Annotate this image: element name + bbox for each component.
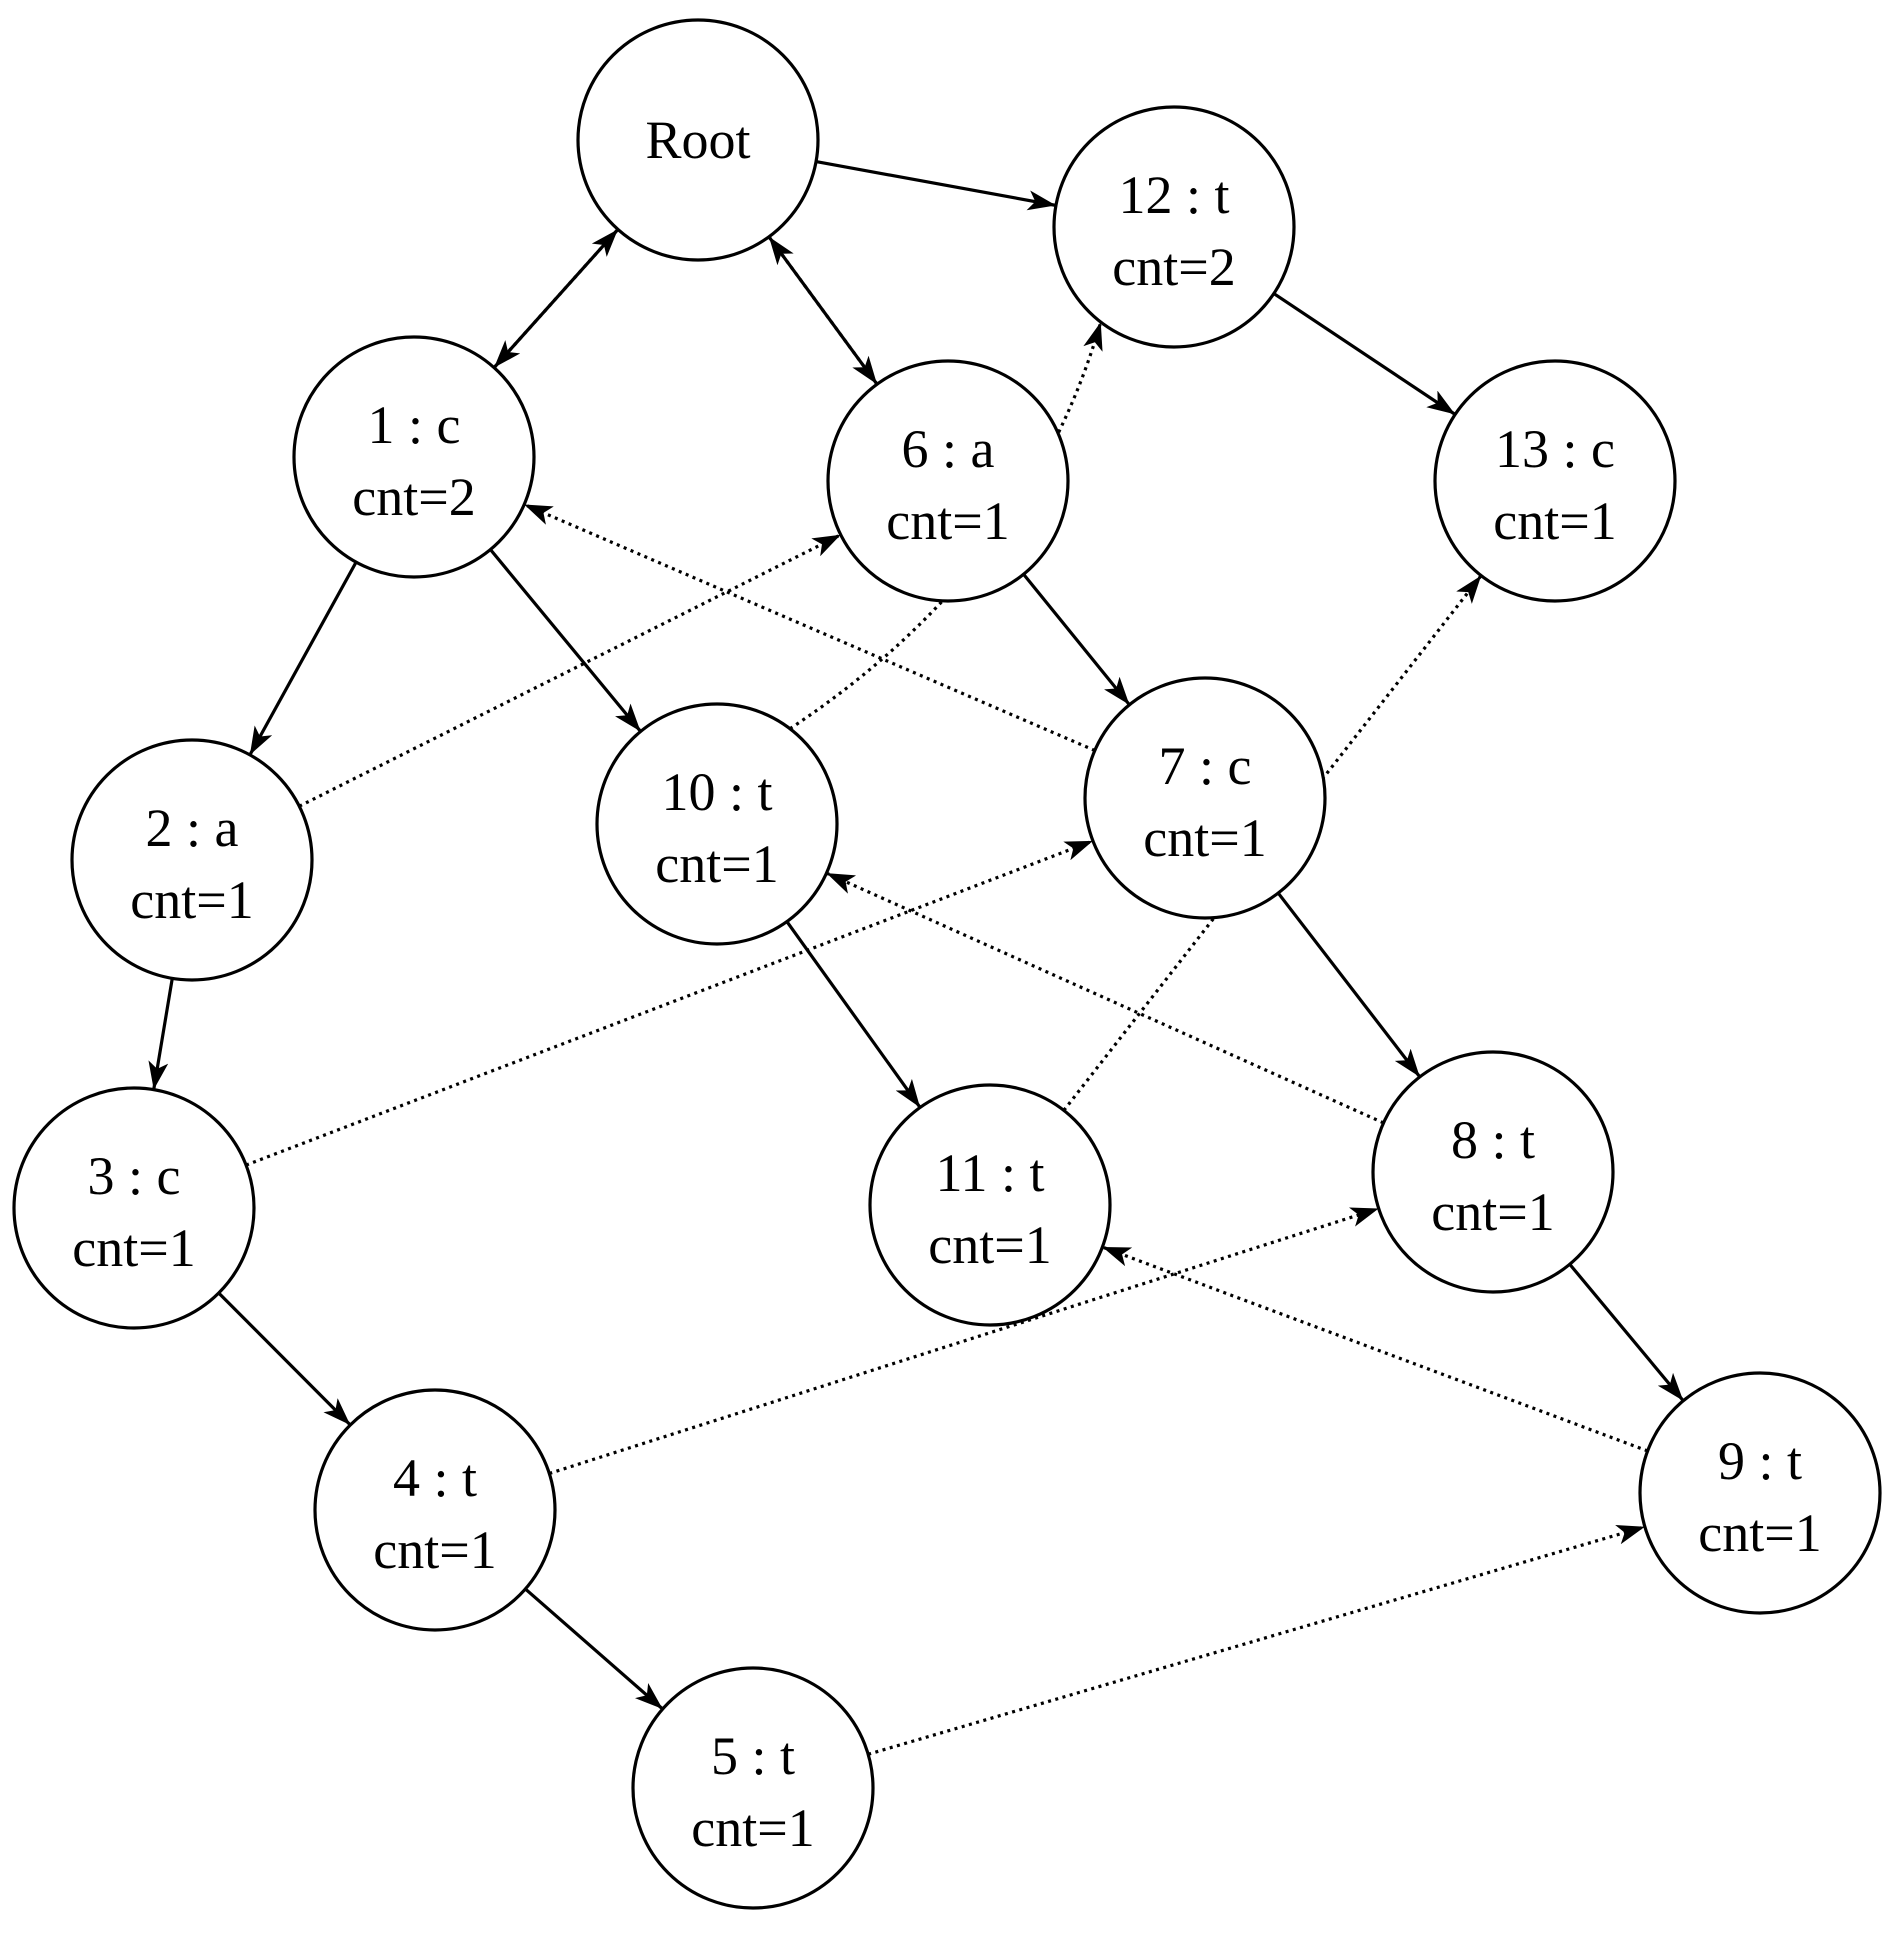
- node-count: cnt=1: [1143, 808, 1266, 868]
- link-n10-to-n12: [789, 322, 1103, 731]
- edge-n3-to-n4: [217, 1291, 351, 1426]
- node-count: cnt=2: [1112, 237, 1235, 297]
- node-circle: [1083, 676, 1327, 920]
- node-circle: [1638, 1371, 1882, 1615]
- node-label: 3 : c: [88, 1146, 181, 1206]
- node-count: cnt=1: [130, 870, 253, 930]
- link-n4-to-n8: [548, 1207, 1379, 1476]
- node-label: 6 : a: [902, 419, 995, 479]
- link-n1-to-root: [492, 229, 619, 369]
- node-count: cnt=1: [886, 491, 1009, 551]
- node-n5: 5 : t cnt=1: [631, 1666, 875, 1910]
- node-n10: 10 : t cnt=1: [595, 702, 839, 946]
- edge-n4-to-n5: [524, 1587, 663, 1710]
- edge-n1-to-n2: [248, 561, 358, 755]
- nodes: Root 1 : c cnt=2 2 : a cnt=1 3 : c cnt=1 4 : t c…: [12, 18, 1882, 1910]
- node-count: cnt=1: [655, 834, 778, 894]
- edge-n2-to-n3: [148, 978, 174, 1090]
- node-count: cnt=1: [1493, 491, 1616, 551]
- edge-n1-to-n10: [489, 548, 642, 732]
- edge-n8-to-n9: [1568, 1263, 1684, 1401]
- node-label: 8 : t: [1451, 1110, 1535, 1170]
- node-count: cnt=1: [1431, 1182, 1554, 1242]
- node-n4: 4 : t cnt=1: [313, 1388, 557, 1632]
- link-n9-to-n11: [1102, 1245, 1649, 1453]
- node-n9: 9 : t cnt=1: [1638, 1371, 1882, 1615]
- node-count: cnt=1: [928, 1215, 1051, 1275]
- link-n5-to-n9: [867, 1525, 1645, 1756]
- node-label: 9 : t: [1718, 1431, 1802, 1491]
- node-n8: 8 : t cnt=1: [1371, 1050, 1615, 1294]
- node-n3: 3 : c cnt=1: [12, 1086, 256, 1330]
- node-label: 1 : c: [368, 395, 461, 455]
- node-label: 4 : t: [393, 1448, 477, 1508]
- node-label: 13 : c: [1495, 419, 1615, 479]
- edge-n12-to-n13: [1272, 292, 1456, 416]
- node-circle: [826, 359, 1070, 603]
- node-label: 10 : t: [661, 762, 772, 822]
- node-circle: [576, 18, 820, 262]
- node-n11: 11 : t cnt=1: [868, 1083, 1112, 1327]
- link-n2-to-n6: [298, 533, 841, 808]
- node-circle: [313, 1388, 557, 1632]
- node-circle: [70, 738, 314, 982]
- node-n13: 13 : c cnt=1: [1433, 359, 1677, 603]
- node-n12: 12 : t cnt=2: [1052, 105, 1296, 349]
- node-n6: 6 : a cnt=1: [826, 359, 1070, 603]
- node-circle: [631, 1666, 875, 1910]
- node-label: 7 : c: [1159, 736, 1252, 796]
- node-n7: 7 : c cnt=1: [1083, 676, 1327, 920]
- node-count: cnt=1: [691, 1798, 814, 1858]
- link-n6-to-root: [768, 236, 879, 386]
- node-label: 12 : t: [1118, 165, 1229, 225]
- node-label: 5 : t: [711, 1726, 795, 1786]
- node-label: Root: [645, 110, 750, 170]
- edge-n10-to-n11: [785, 920, 921, 1108]
- node-circle: [12, 1086, 256, 1330]
- node-label: 11 : t: [935, 1143, 1044, 1203]
- node-count: cnt=2: [352, 467, 475, 527]
- node-count: cnt=1: [1698, 1503, 1821, 1563]
- link-n3-to-n7: [245, 839, 1093, 1167]
- node-circle: [868, 1083, 1112, 1327]
- link-n7-to-n1: [524, 503, 1096, 752]
- node-n1: 1 : c cnt=2: [292, 335, 536, 579]
- node-root: Root: [576, 18, 820, 262]
- link-n8-to-n10: [826, 872, 1385, 1125]
- node-circle: [1371, 1050, 1615, 1294]
- node-circle: [1052, 105, 1296, 349]
- node-circle: [595, 702, 839, 946]
- node-count: cnt=1: [72, 1218, 195, 1278]
- node-count: cnt=1: [373, 1520, 496, 1580]
- node-circle: [292, 335, 536, 579]
- node-n2: 2 : a cnt=1: [70, 738, 314, 982]
- edge-n6-to-n7: [1022, 573, 1131, 706]
- edge-n7-to-n8: [1276, 892, 1421, 1078]
- edge-root-to-n12: [815, 160, 1056, 211]
- node-circle: [1433, 359, 1677, 603]
- node-label: 2 : a: [146, 798, 239, 858]
